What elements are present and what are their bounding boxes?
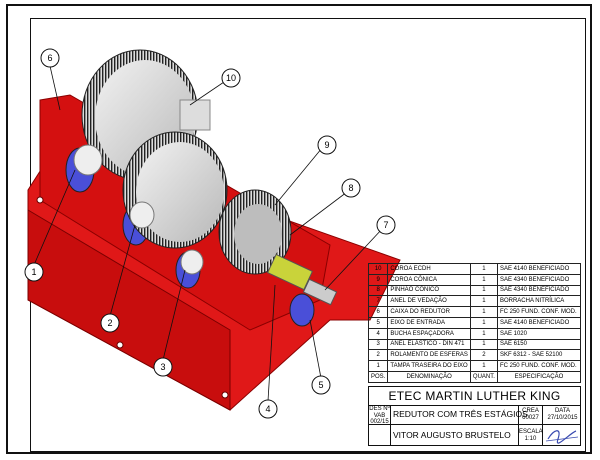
author-name: VITOR AUGUSTO BRUSTELO — [391, 424, 519, 446]
parts-qty-cell: 1 — [469, 316, 498, 329]
parts-qty-cell: 2 — [469, 349, 498, 362]
parts-pos-cell: 5 — [367, 316, 389, 329]
parts-pos-cell: 7 — [367, 295, 389, 308]
svg-text:5: 5 — [318, 380, 323, 390]
parts-pos-cell: 8 — [367, 284, 389, 297]
parts-name-cell: COROA CÔNICA — [387, 273, 471, 286]
balloon-7 — [376, 215, 396, 235]
svg-text:3: 3 — [160, 362, 165, 372]
parts-pos-cell: 9 — [367, 273, 389, 286]
crea-cell: CREA 60027 — [519, 405, 543, 424]
parts-name-cell: ANEL ELÁSTICO - DIN 471 — [387, 338, 471, 351]
parts-pos-cell: 3 — [367, 338, 389, 351]
svg-text:10: 10 — [226, 73, 236, 83]
bearing-cover-5 — [289, 293, 315, 327]
parts-name-cell: PINHÃO CÔNICO — [387, 284, 471, 297]
parts-name-cell: TAMPA TRASEIRA DO EIXO — [387, 360, 471, 372]
svg-text:8: 8 — [348, 183, 353, 193]
parts-spec-cell: SAE 4140 BENEFICIADO — [496, 316, 582, 329]
drawing-number: DES Nº VAB 002/15 — [369, 405, 391, 425]
parts-spec-cell: SAE 4140 BENEFICIADO — [496, 263, 582, 275]
parts-pos-cell: 1 — [367, 360, 389, 372]
parts-pos-cell: 10 — [367, 263, 389, 275]
parts-qty-cell: 1 — [469, 295, 498, 308]
balloon-5 — [311, 375, 331, 395]
parts-name-cell: COROA ECDH — [387, 263, 471, 275]
drawing-title: REDUTOR COM TRÊS ESTÁGIOS — [391, 405, 528, 424]
balloon-8 — [341, 178, 361, 198]
balloon-10 — [221, 68, 241, 88]
parts-spec-cell: FC 250 FUND. CONF. MOD. — [496, 306, 582, 318]
svg-text:1: 1 — [31, 267, 36, 277]
svg-text:7: 7 — [383, 220, 388, 230]
svg-text:6: 6 — [47, 53, 52, 63]
balloon-9 — [317, 135, 337, 155]
balloon-4 — [258, 399, 278, 419]
parts-qty-cell: 1 — [469, 338, 498, 351]
parts-pos-cell: 4 — [367, 327, 389, 340]
parts-spec-cell: FC 250 FUND. CONF. MOD. — [496, 360, 582, 372]
parts-spec-cell: SAE 6150 — [496, 338, 582, 351]
leader-lines — [33, 65, 384, 402]
balloon-3 — [153, 357, 173, 377]
parts-name-cell: EIXO DE ENTRADA — [387, 316, 471, 329]
parts-name-cell: ROLAMENTO DE ESFERAS — [387, 349, 471, 362]
parts-spec-cell: SAE 1020 — [496, 327, 582, 340]
svg-text:9: 9 — [324, 140, 329, 150]
school-name: ETEC MARTIN LUTHER KING — [369, 387, 580, 406]
title-block: ETEC MARTIN LUTHER KING DES Nº VAB 002/1… — [368, 386, 581, 446]
parts-name-cell: CAIXA DO REDUTOR — [387, 306, 471, 318]
parts-qty-cell: 1 — [469, 284, 498, 297]
input-shaft — [266, 253, 314, 291]
parts-name-cell: ANEL DE VEDAÇÃO — [387, 295, 471, 308]
svg-text:2: 2 — [107, 318, 112, 328]
svg-text:4: 4 — [265, 404, 270, 414]
balloon-group: 6 10 9 8 7 1 2 3 4 5 — [24, 48, 396, 419]
parts-spec-cell: SAE 4340 BENEFICIADO — [496, 273, 582, 286]
parts-qty-cell: 1 — [469, 263, 498, 275]
scale-cell: ESCALA 1:10 — [519, 424, 543, 446]
parts-pos-cell: 2 — [367, 349, 389, 362]
parts-pos-cell: 6 — [367, 306, 389, 318]
parts-qty-cell: 1 — [469, 327, 498, 340]
parts-name-cell: BUCHA ESPAÇADORA — [387, 327, 471, 340]
parts-qty-cell: 1 — [469, 306, 498, 318]
parts-spec-cell: SAE 4340 BENEFICIADO — [496, 284, 582, 297]
balloon-6 — [40, 48, 60, 68]
signature — [543, 424, 582, 446]
balloon-1 — [24, 262, 44, 282]
date-cell: DATA 27/10/2015 — [547, 408, 578, 421]
parts-list-header: POS. DENOMINAÇÃO QUANT. ESPECIFICAÇÃO — [367, 370, 582, 383]
parts-qty-cell: 1 — [469, 273, 498, 286]
parts-spec-cell: SKF 6312 - SAE 52100 — [496, 349, 582, 362]
parts-qty-cell: 1 — [469, 360, 498, 372]
balloon-2 — [100, 313, 120, 333]
parts-spec-cell: BORRACHA NITRÍLICA — [496, 295, 582, 308]
